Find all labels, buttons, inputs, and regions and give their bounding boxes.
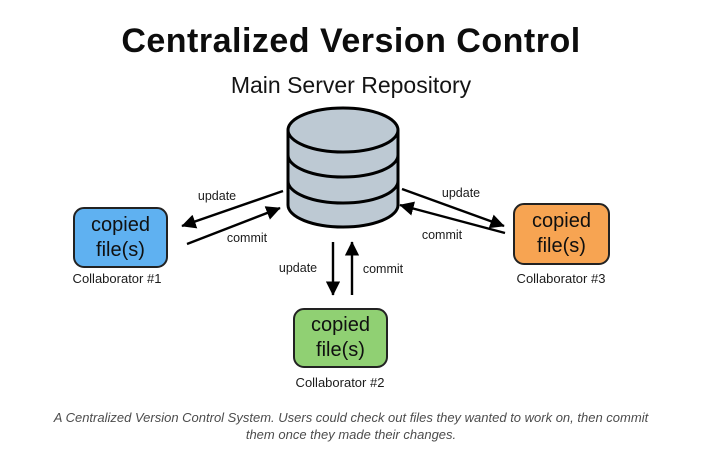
figure-caption: A Centralized Version Control System. Us… [53,410,649,442]
commit-arrow-label-right: commit [421,228,463,242]
commit-arrow-right [399,201,506,235]
cylinder-band-icon [286,180,400,205]
collaborator-1-label: Collaborator #1 [72,271,162,286]
collaborator-2-label: Collaborator #2 [295,375,385,390]
commit-arrow-label-middle: commit [362,262,404,276]
copied-files-box-collaborator-3: copied file(s) [513,203,610,265]
update-arrow-right [401,187,505,229]
collaborator-3-label: Collaborator #3 [516,271,606,286]
page-title: Centralized Version Control [121,22,581,60]
cylinder-band-icon [286,154,400,179]
update-arrow-left [181,189,284,229]
update-arrow-label-right: update [441,186,481,200]
update-arrow-label-middle: update [278,261,318,275]
copied-files-box-collaborator-2: copied file(s) [293,308,388,368]
database-cylinder-icon [286,106,400,229]
commit-arrow-label-left: commit [226,231,268,245]
commit-arrow-left [186,206,281,246]
copied-files-box-collaborator-1: copied file(s) [73,207,168,268]
server-repository-label: Main Server Repository [230,72,472,98]
update-arrow-label-left: update [197,189,237,203]
